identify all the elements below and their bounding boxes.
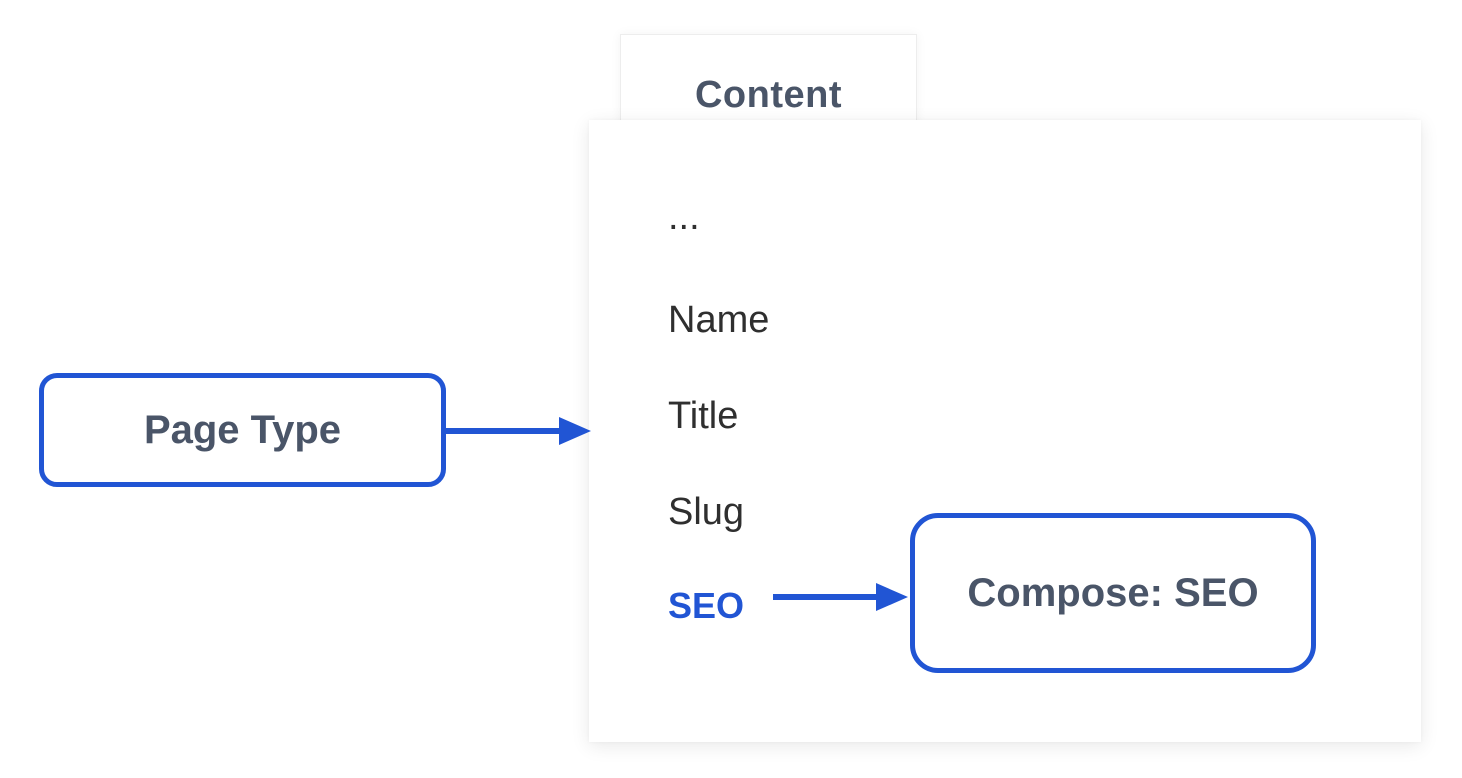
arrow-page-type-to-content-head-icon	[559, 417, 591, 445]
arrow-seo-to-compose-line	[773, 594, 878, 600]
page-type-box-label: Page Type	[143, 407, 342, 452]
field-item-title: Title	[668, 395, 739, 437]
arrow-page-type-to-content-line	[443, 428, 561, 434]
compose-seo-box: Compose: SEO	[910, 513, 1316, 673]
page-type-box: Page Type	[39, 373, 446, 487]
tab-content-label: Content	[694, 73, 843, 116]
compose-seo-box-label: Compose: SEO	[967, 570, 1259, 615]
tab-content: Content	[620, 34, 917, 134]
field-item-slug: Slug	[668, 491, 745, 533]
field-item-ellipsis: ...	[668, 196, 700, 238]
field-item-seo: SEO	[668, 585, 745, 626]
field-item-name: Name	[668, 299, 770, 341]
arrow-seo-to-compose-head-icon	[876, 583, 908, 611]
